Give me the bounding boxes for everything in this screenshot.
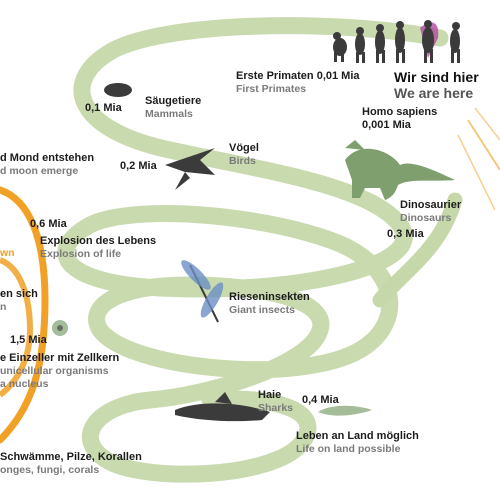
label-giant-insects: Riesen­insekten Giant insects bbox=[229, 291, 310, 317]
orange-ring-inner bbox=[0, 257, 34, 398]
label-unicellular: e Einzeller mit Zellkern unicellular org… bbox=[0, 352, 119, 391]
explosion-of-life-en: Explosion of life bbox=[40, 248, 122, 260]
ray-3 bbox=[474, 107, 500, 141]
homo-sapiens-de: Homo sapiens bbox=[362, 106, 438, 118]
moon-emerges-de: d Mond entstehen bbox=[0, 152, 95, 164]
giant-insects-en: Giant insects bbox=[229, 304, 295, 316]
ray-2 bbox=[457, 134, 496, 211]
spiral-band-2 bbox=[372, 192, 463, 308]
human-evolution-icon bbox=[333, 20, 460, 63]
first-primates-en: First Primates bbox=[236, 83, 307, 95]
ray-1 bbox=[467, 119, 500, 171]
first-primates-de: Erste Primaten 0,01 Mia bbox=[236, 70, 360, 82]
mammals-de: Säugetiere bbox=[145, 95, 202, 107]
age-0-1: 0,1 Mia bbox=[85, 102, 122, 114]
green-spiral bbox=[57, 17, 449, 483]
dinosaur-icon bbox=[345, 140, 455, 200]
age-1-5: 1,5 Mia bbox=[10, 334, 47, 346]
partial-wn: wn bbox=[0, 247, 15, 259]
label-moon-emerges: d Mond entstehen d moon emerge bbox=[0, 152, 94, 178]
label-mammals: Säugetiere Mammals bbox=[145, 95, 201, 121]
label-sharks: Haie Sharks bbox=[258, 389, 293, 415]
label-sponges: Schwämme, Pilze, Korallen onges, fungi, … bbox=[0, 451, 142, 477]
orange-ring-outer bbox=[0, 186, 49, 444]
birds-de: Vögel bbox=[229, 142, 259, 154]
label-homo-sapiens: Homo sapiens 0,001 Mia bbox=[362, 106, 437, 132]
dinosaurs-en: Dinosaurs bbox=[400, 212, 452, 224]
label-life-on-land: Leben an Land möglich Life on land possi… bbox=[296, 430, 419, 456]
homo-sapiens-age: 0,001 Mia bbox=[362, 119, 411, 131]
label-dinosaurs: Dinosaurier Dinosaurs bbox=[400, 199, 461, 225]
sponges-en: onges, fungi, corals bbox=[0, 464, 100, 476]
age-0-6: 0,6 Mia bbox=[30, 218, 67, 230]
giant-insects-de: Riesen­insekten bbox=[229, 291, 310, 303]
label-explosion-of-life: Explosion des Lebens Explosion of life bbox=[40, 235, 156, 261]
cell-nucleus bbox=[57, 325, 63, 331]
mammal-icon bbox=[104, 83, 132, 97]
unicellular-en-2: a nucleus bbox=[0, 378, 49, 390]
bird-icon bbox=[165, 148, 215, 190]
sharks-en: Sharks bbox=[258, 402, 294, 414]
label-we-are-here: Wir sind hier We are here bbox=[394, 69, 479, 101]
life-on-land-en: Life on land possible bbox=[296, 443, 401, 455]
sharks-de: Haie bbox=[258, 389, 282, 401]
label-partial-sich: en sich n bbox=[0, 288, 38, 314]
age-0-4: 0,4 Mia bbox=[302, 394, 339, 406]
partial-sich-en: n bbox=[0, 301, 7, 313]
we-are-here-de: Wir sind hier bbox=[394, 69, 479, 85]
mammals-en: Mammals bbox=[145, 108, 193, 120]
unicellular-de: e Einzeller mit Zellkern bbox=[0, 352, 120, 364]
age-0-2: 0,2 Mia bbox=[120, 160, 157, 172]
moon-emerges-en: d moon emerge bbox=[0, 165, 79, 177]
dragonfly-icon bbox=[181, 260, 224, 323]
label-birds: Vögel Birds bbox=[229, 142, 259, 168]
dinosaurs-de: Dinosaurier bbox=[400, 199, 462, 211]
amphibian-icon bbox=[318, 405, 372, 416]
spiral-band-1 bbox=[57, 17, 449, 483]
we-are-here-en: We are here bbox=[394, 85, 474, 101]
shark-icon bbox=[175, 392, 270, 422]
birds-en: Birds bbox=[229, 155, 256, 167]
partial-sich-de: en sich bbox=[0, 288, 38, 300]
label-partial-wn: wn bbox=[0, 247, 15, 260]
explosion-of-life-de: Explosion des Lebens bbox=[40, 235, 157, 247]
life-on-land-de: Leben an Land möglich bbox=[296, 430, 419, 442]
unicellular-en: unicellular organisms bbox=[0, 365, 109, 377]
label-first-primates: Erste Primaten 0,01 Mia First Primates bbox=[236, 70, 360, 96]
sponges-de: Schwämme, Pilze, Korallen bbox=[0, 451, 142, 463]
age-0-3: 0,3 Mia bbox=[387, 228, 424, 240]
